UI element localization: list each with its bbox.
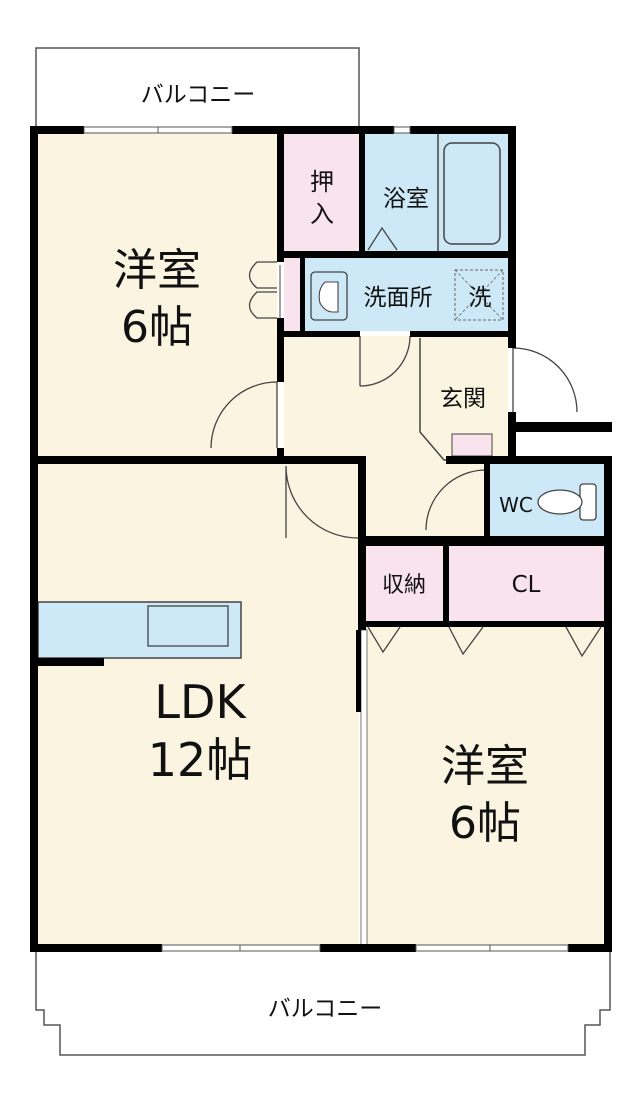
toilet-bowl-icon: [537, 489, 583, 515]
room-western-north-size: 6帖: [121, 302, 193, 353]
closet-door-triangles: [367, 626, 602, 658]
room-western-south-size: 6帖: [449, 798, 521, 849]
kitchen-wall: [38, 658, 104, 666]
cl-floor: [449, 546, 604, 622]
sink-basin-icon: [318, 281, 339, 313]
ldk-floor: [38, 463, 359, 945]
closet-strip-floor: [284, 258, 300, 331]
storage-label: 収納: [382, 573, 426, 598]
walls: [30, 126, 612, 952]
storage-floor: [365, 546, 443, 622]
room-western-north-name: 洋室: [113, 245, 201, 296]
oshiire-label-2: 入: [310, 200, 334, 228]
bath-door-triangle: [367, 226, 398, 251]
washroom-label: 洗面所: [364, 285, 433, 311]
balcony-south-label: バルコニー: [268, 996, 383, 1022]
kitchen-sink: [147, 605, 229, 647]
room-western-south-floor: [365, 627, 604, 945]
closet-label: CL: [512, 572, 541, 598]
sliding-door: [360, 629, 368, 949]
door-entrance: [512, 347, 578, 413]
toilet-label: WC: [499, 493, 533, 517]
oshiire-label-1: 押: [310, 168, 334, 196]
balcony-south-outline: [35, 948, 611, 1056]
ldk-size: 12帖: [148, 733, 253, 787]
door-western-north: [210, 381, 278, 449]
shoe-box: [451, 433, 493, 457]
room-western-north-floor: [38, 131, 277, 459]
entrance-label: 玄関: [440, 386, 486, 412]
door-wash: [359, 335, 411, 387]
western-north-closet-doors: [248, 261, 277, 319]
bathroom-label: 浴室: [383, 186, 429, 212]
bathtub: [443, 142, 501, 245]
washer-label: 洗: [469, 285, 492, 311]
room-western-south-name: 洋室: [441, 741, 529, 792]
washer-space: [454, 269, 504, 321]
ldk-name: LDK: [154, 675, 247, 729]
balcony-north-label: バルコニー: [141, 82, 256, 108]
balcony-north-outline: [35, 47, 360, 128]
closet-oshiire-floor: [284, 131, 360, 251]
door-ldk: [285, 465, 359, 539]
